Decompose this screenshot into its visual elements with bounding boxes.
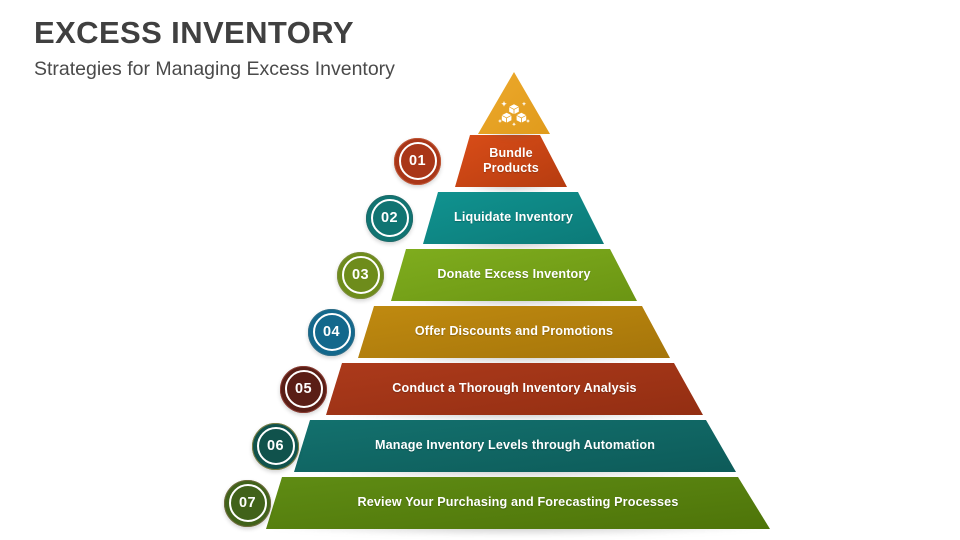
badge-ring [280,365,327,413]
band-05[interactable]: Conduct a Thorough Inventory Analysis [326,363,703,415]
slide-header: EXCESS INVENTORY Strategies for Managing… [34,15,654,80]
badge-ring [394,137,441,185]
band-shape [358,306,670,358]
band-label-07: Review Your Purchasing and Forecasting P… [357,495,679,510]
band-shape [423,192,604,244]
badge-core: 03 [341,256,380,294]
level-badge-04[interactable]: 04 [308,308,355,356]
page-title: EXCESS INVENTORY [34,15,354,50]
pyramid-level-07[interactable]: Review Your Purchasing and Forecasting P… [266,477,770,536]
pyramid-apex [478,72,550,140]
level-badge-01[interactable]: 01 [394,137,441,185]
level-badge-03[interactable]: 03 [337,251,384,299]
pyramid-level-04[interactable]: Offer Discounts and Promotions [358,306,670,365]
band-shape [294,420,736,472]
band-label-01: Bundle Products [483,145,539,175]
band-07[interactable]: Review Your Purchasing and Forecasting P… [266,477,770,529]
pyramid-level-03[interactable]: Donate Excess Inventory [391,249,637,308]
band-shape [455,135,567,187]
stacked-boxes-sparkle-icon [498,101,530,127]
badge-core: 07 [228,484,267,522]
badge-core: 05 [284,370,323,408]
badge-ring [252,422,299,470]
badge-ring [337,251,384,299]
band-shape [391,249,637,301]
badge-number-03: 03 [352,266,369,283]
badge-number-05: 05 [295,380,312,397]
apex-shadow [484,130,544,140]
level-badge-06[interactable]: 06 [252,422,299,470]
pyramid-level-02[interactable]: Liquidate Inventory [423,192,604,251]
badge-number-02: 02 [381,209,398,226]
band-04[interactable]: Offer Discounts and Promotions [358,306,670,358]
pyramid-level-06[interactable]: Manage Inventory Levels through Automati… [294,420,736,479]
badge-ring [308,308,355,356]
band-label-06: Manage Inventory Levels through Automati… [374,438,656,453]
band-label-05: Conduct a Thorough Inventory Analysis [392,381,637,396]
badge-number-01: 01 [409,152,426,169]
band-06[interactable]: Manage Inventory Levels through Automati… [294,420,736,472]
pyramid-level-05[interactable]: Conduct a Thorough Inventory Analysis [326,363,703,422]
band-label-02: Liquidate Inventory [453,210,573,225]
badge-core: 02 [370,199,409,237]
page-subtitle: Strategies for Managing Excess Inventory [34,57,395,80]
band-label-04: Offer Discounts and Promotions [414,324,614,339]
badge-core: 04 [312,313,351,351]
level-badge-05[interactable]: 05 [280,365,327,413]
badge-ring [366,194,413,242]
level-badge-02[interactable]: 02 [366,194,413,242]
badge-core: 01 [398,142,437,180]
badge-number-06: 06 [267,437,284,454]
band-shape [326,363,703,415]
band-03[interactable]: Donate Excess Inventory [391,249,637,301]
apex-triangle-shape [478,72,550,134]
badge-core: 06 [256,427,295,465]
band-shape [266,477,770,529]
pyramid-level-01[interactable]: Bundle Products [455,135,567,194]
badge-number-07: 07 [239,494,256,511]
band-02[interactable]: Liquidate Inventory [423,192,604,244]
band-01[interactable]: Bundle Products [455,135,567,187]
band-label-03: Donate Excess Inventory [437,267,591,282]
level-badge-07[interactable]: 07 [224,479,271,527]
badge-ring [224,479,271,527]
badge-number-04: 04 [323,323,340,340]
